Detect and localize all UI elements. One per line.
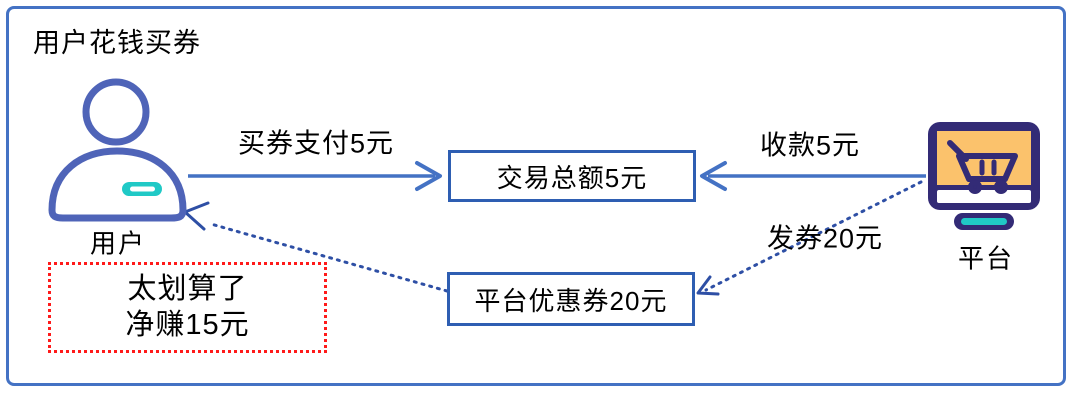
user-icon: [48, 78, 187, 222]
platform-coupon-label: 平台优惠券20元: [474, 285, 668, 316]
profit-thought-bubble: 太划算了 净赚15元: [48, 262, 327, 353]
shopping-cart-icon: [947, 140, 1018, 194]
pay-flow-label: 买券支付5元: [237, 128, 395, 159]
collect-flow-label: 收款5元: [759, 130, 861, 161]
issue-coupon-arrow: [696, 180, 923, 296]
platform-label: 平台: [957, 243, 1015, 274]
platform-coupon-box: 平台优惠券20元: [447, 272, 695, 326]
transaction-total-label: 交易总额5元: [496, 162, 648, 193]
diagram-frame: [6, 6, 1066, 386]
user-label: 用户: [89, 228, 147, 259]
pay-arrow: [188, 161, 442, 191]
thought-line-1: 太划算了: [127, 273, 248, 306]
platform-icon: [928, 122, 1040, 230]
diagram-title: 用户花钱买券: [33, 28, 201, 58]
issue-flow-label: 发券20元: [766, 223, 884, 254]
thought-line-2: 净赚15元: [125, 308, 250, 341]
collect-arrow: [700, 161, 926, 191]
transaction-total-box: 交易总额5元: [448, 150, 696, 202]
